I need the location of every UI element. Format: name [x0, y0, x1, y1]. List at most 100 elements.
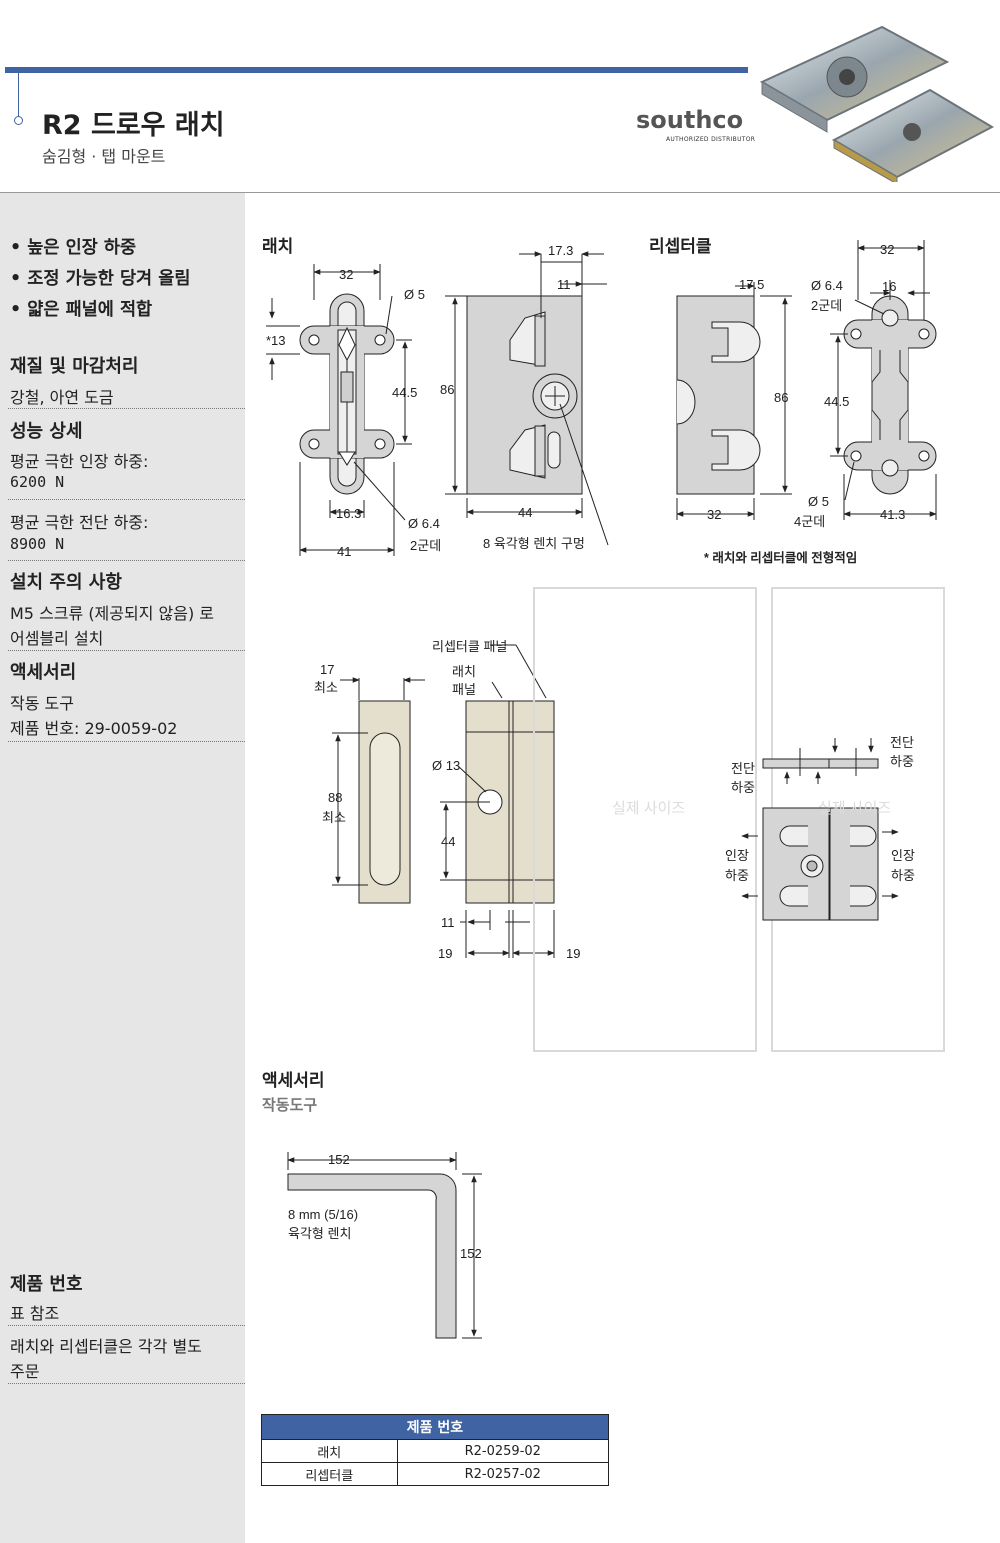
- wrench-name: 육각형 렌치: [288, 1226, 351, 1241]
- hex-wrench: [287, 1173, 457, 1339]
- partno-line-1: 표 참조: [10, 1304, 60, 1323]
- typical-note: * 래치와 리셉터클에 전형적임: [704, 550, 857, 565]
- dim-side-86: 86: [440, 382, 454, 397]
- dim-rec-d5: Ø 5: [808, 494, 829, 509]
- dim-rec-16: 16: [882, 279, 896, 294]
- dim-panel-44: 44: [441, 834, 455, 849]
- dim-latch-445: 44.5: [392, 385, 417, 400]
- dim-side-173: 17.3: [548, 243, 573, 258]
- table-cell-code: R2-0257-02: [396, 1462, 610, 1486]
- partno-heading: 제품 번호: [10, 1274, 83, 1295]
- tensile-left-1: 인장: [725, 848, 749, 863]
- brand-logo: southco: [636, 106, 744, 134]
- watermark-actual-size-1: 실제 사이즈: [612, 800, 685, 817]
- dim-rec-2places: 2군데: [811, 298, 842, 313]
- dim-panel-11: 11: [441, 915, 455, 930]
- dim-latch-2places: 2군데: [410, 538, 441, 553]
- divider: [8, 650, 245, 651]
- performance-heading: 성능 상세: [10, 421, 83, 442]
- table-row: 래치 R2-0259-02: [261, 1439, 610, 1463]
- partno-line-3: 주문: [10, 1362, 40, 1381]
- header-bar: [5, 67, 748, 73]
- table-cell-name: 리셉터클: [261, 1462, 398, 1486]
- header-divider: [0, 192, 1000, 193]
- tensile-value: 6200 N: [10, 473, 65, 491]
- hex-hole-note: 8 육각형 렌치 구멍: [483, 536, 585, 551]
- tensile-right-2: 하중: [891, 868, 915, 883]
- dim-latch-13: *13: [266, 333, 286, 348]
- divider: [8, 1325, 245, 1326]
- divider: [8, 499, 245, 500]
- accessory-subheading: 작동도구: [262, 1096, 317, 1114]
- shear-right-2: 하중: [890, 754, 914, 769]
- dim-rec-445: 44.5: [824, 394, 849, 409]
- divider: [8, 560, 245, 561]
- tensile-label: 평균 극한 인장 하중:: [10, 452, 149, 471]
- dim-wrench-152b: 152: [460, 1246, 482, 1261]
- tensile-right-1: 인장: [891, 848, 915, 863]
- accessory-line-2: 제품 번호: 29-0059-02: [10, 719, 178, 738]
- dim-rec-175: 17.5: [739, 277, 764, 292]
- dim-panel-19b: 19: [566, 946, 580, 961]
- table-row: 리셉터클 R2-0257-02: [261, 1462, 610, 1486]
- table-cell-name: 래치: [261, 1439, 398, 1463]
- dim-rec-86: 86: [774, 390, 788, 405]
- shear-left-2: 하중: [731, 780, 755, 795]
- dim-panel-19a: 19: [438, 946, 452, 961]
- install-line-1: M5 스크류 (제공되지 않음) 로: [10, 604, 215, 623]
- header-line: [18, 73, 19, 118]
- shear-label: 평균 극한 전단 하중:: [10, 513, 149, 532]
- dim-rec-32b: 32: [880, 242, 894, 257]
- dim-panel-min2: 최소: [322, 810, 346, 825]
- dim-panel-min1: 최소: [314, 680, 338, 695]
- install-line-2: 어셈블리 설치: [10, 629, 104, 648]
- material-heading: 재질 및 마감처리: [10, 356, 139, 377]
- dim-rec-4places: 4군데: [794, 514, 825, 529]
- dim-latch-d5: Ø 5: [404, 287, 425, 302]
- page-subtitle: 숨김형 · 탭 마운트: [42, 147, 166, 166]
- dim-panel-17: 17: [320, 662, 334, 677]
- feature-3: • 얇은 패널에 적합: [10, 300, 153, 320]
- dim-panel-d13: Ø 13: [432, 758, 460, 773]
- wrench-size: 8 mm (5/16): [288, 1207, 358, 1222]
- install-heading: 설치 주의 사항: [10, 572, 122, 593]
- header-dot: [14, 116, 23, 125]
- shear-left-1: 전단: [731, 761, 755, 776]
- dim-latch-32: 32: [339, 267, 353, 282]
- dim-latch-41: 41: [337, 544, 351, 559]
- table-header: 제품 번호: [261, 1414, 609, 1440]
- divider: [8, 408, 245, 409]
- dim-side-11: 11: [557, 277, 571, 292]
- page-title: R2 드로우 래치: [42, 110, 225, 141]
- shear-right-1: 전단: [890, 735, 914, 750]
- brand-subtitle: AUTHORIZED DISTRIBUTOR: [666, 136, 756, 143]
- watermark-actual-size-2: 실제 사이즈: [818, 800, 891, 817]
- accessory-heading-main: 액세서리: [262, 1071, 325, 1090]
- dim-latch-163: 16.3: [336, 506, 361, 521]
- latch-panel-label-1: 래치: [452, 664, 476, 679]
- receptacle-heading: 리셉터클: [649, 237, 712, 256]
- material-text: 강철, 아연 도금: [10, 388, 114, 407]
- latch-heading: 래치: [262, 237, 293, 256]
- recept-panel-label: 리셉터클 패널: [432, 639, 507, 654]
- accessory-line-1: 작동 도구: [10, 694, 74, 713]
- table-cell-code: R2-0259-02: [396, 1439, 610, 1463]
- dim-rec-d64: Ø 6.4: [811, 278, 843, 293]
- latch-panel-label-2: 패널: [452, 682, 476, 697]
- dim-panel-88: 88: [328, 790, 342, 805]
- product-photo: [759, 25, 995, 182]
- dim-rec-32: 32: [707, 507, 721, 522]
- dim-side-44: 44: [518, 505, 532, 520]
- tensile-left-2: 하중: [725, 868, 749, 883]
- dim-latch-d64: Ø 6.4: [408, 516, 440, 531]
- sidebar: [0, 193, 245, 1543]
- dim-wrench-152a: 152: [328, 1152, 350, 1167]
- divider: [8, 1383, 245, 1384]
- feature-1: • 높은 인장 하중: [10, 238, 137, 258]
- actual-size-outline-left: [533, 587, 757, 1052]
- part-number-table: 제품 번호 래치 R2-0259-02 리셉터클 R2-0257-02: [261, 1414, 610, 1486]
- technical-drawings: 래치 리셉터클 32 Ø 5 *13 44.5 16.3 Ø 6.4 2군데 4…: [262, 237, 945, 1339]
- dim-rec-413: 41.3: [880, 507, 905, 522]
- shear-value: 8900 N: [10, 535, 65, 553]
- feature-2: • 조정 가능한 당겨 올림: [10, 269, 191, 289]
